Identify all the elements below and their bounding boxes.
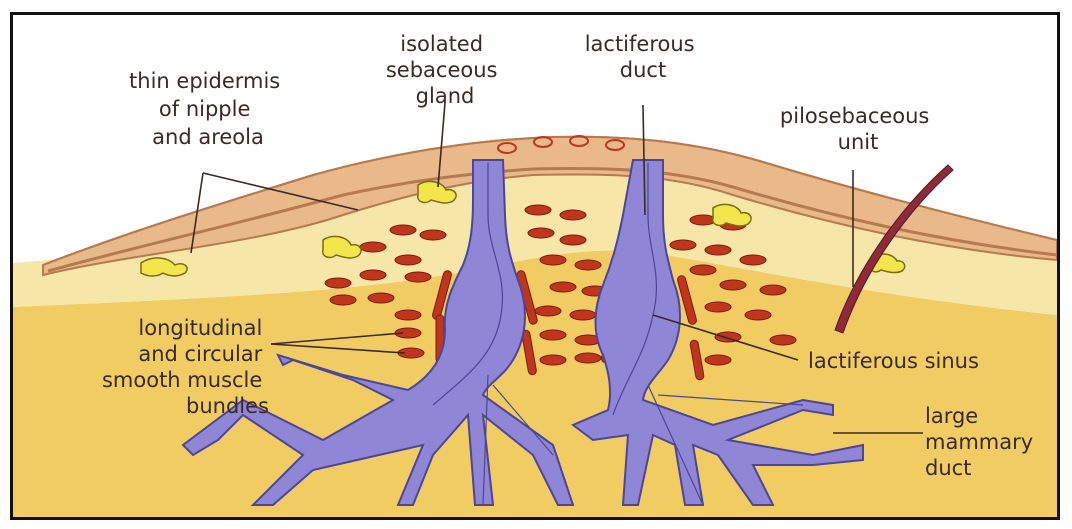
diagram-frame: thin epidermis of nipple and areola isol… [10, 12, 1060, 520]
label-lactiferous-sinus: lactiferous sinus [808, 349, 979, 373]
nipple-anatomy-diagram: thin epidermis of nipple and areola isol… [13, 15, 1057, 517]
